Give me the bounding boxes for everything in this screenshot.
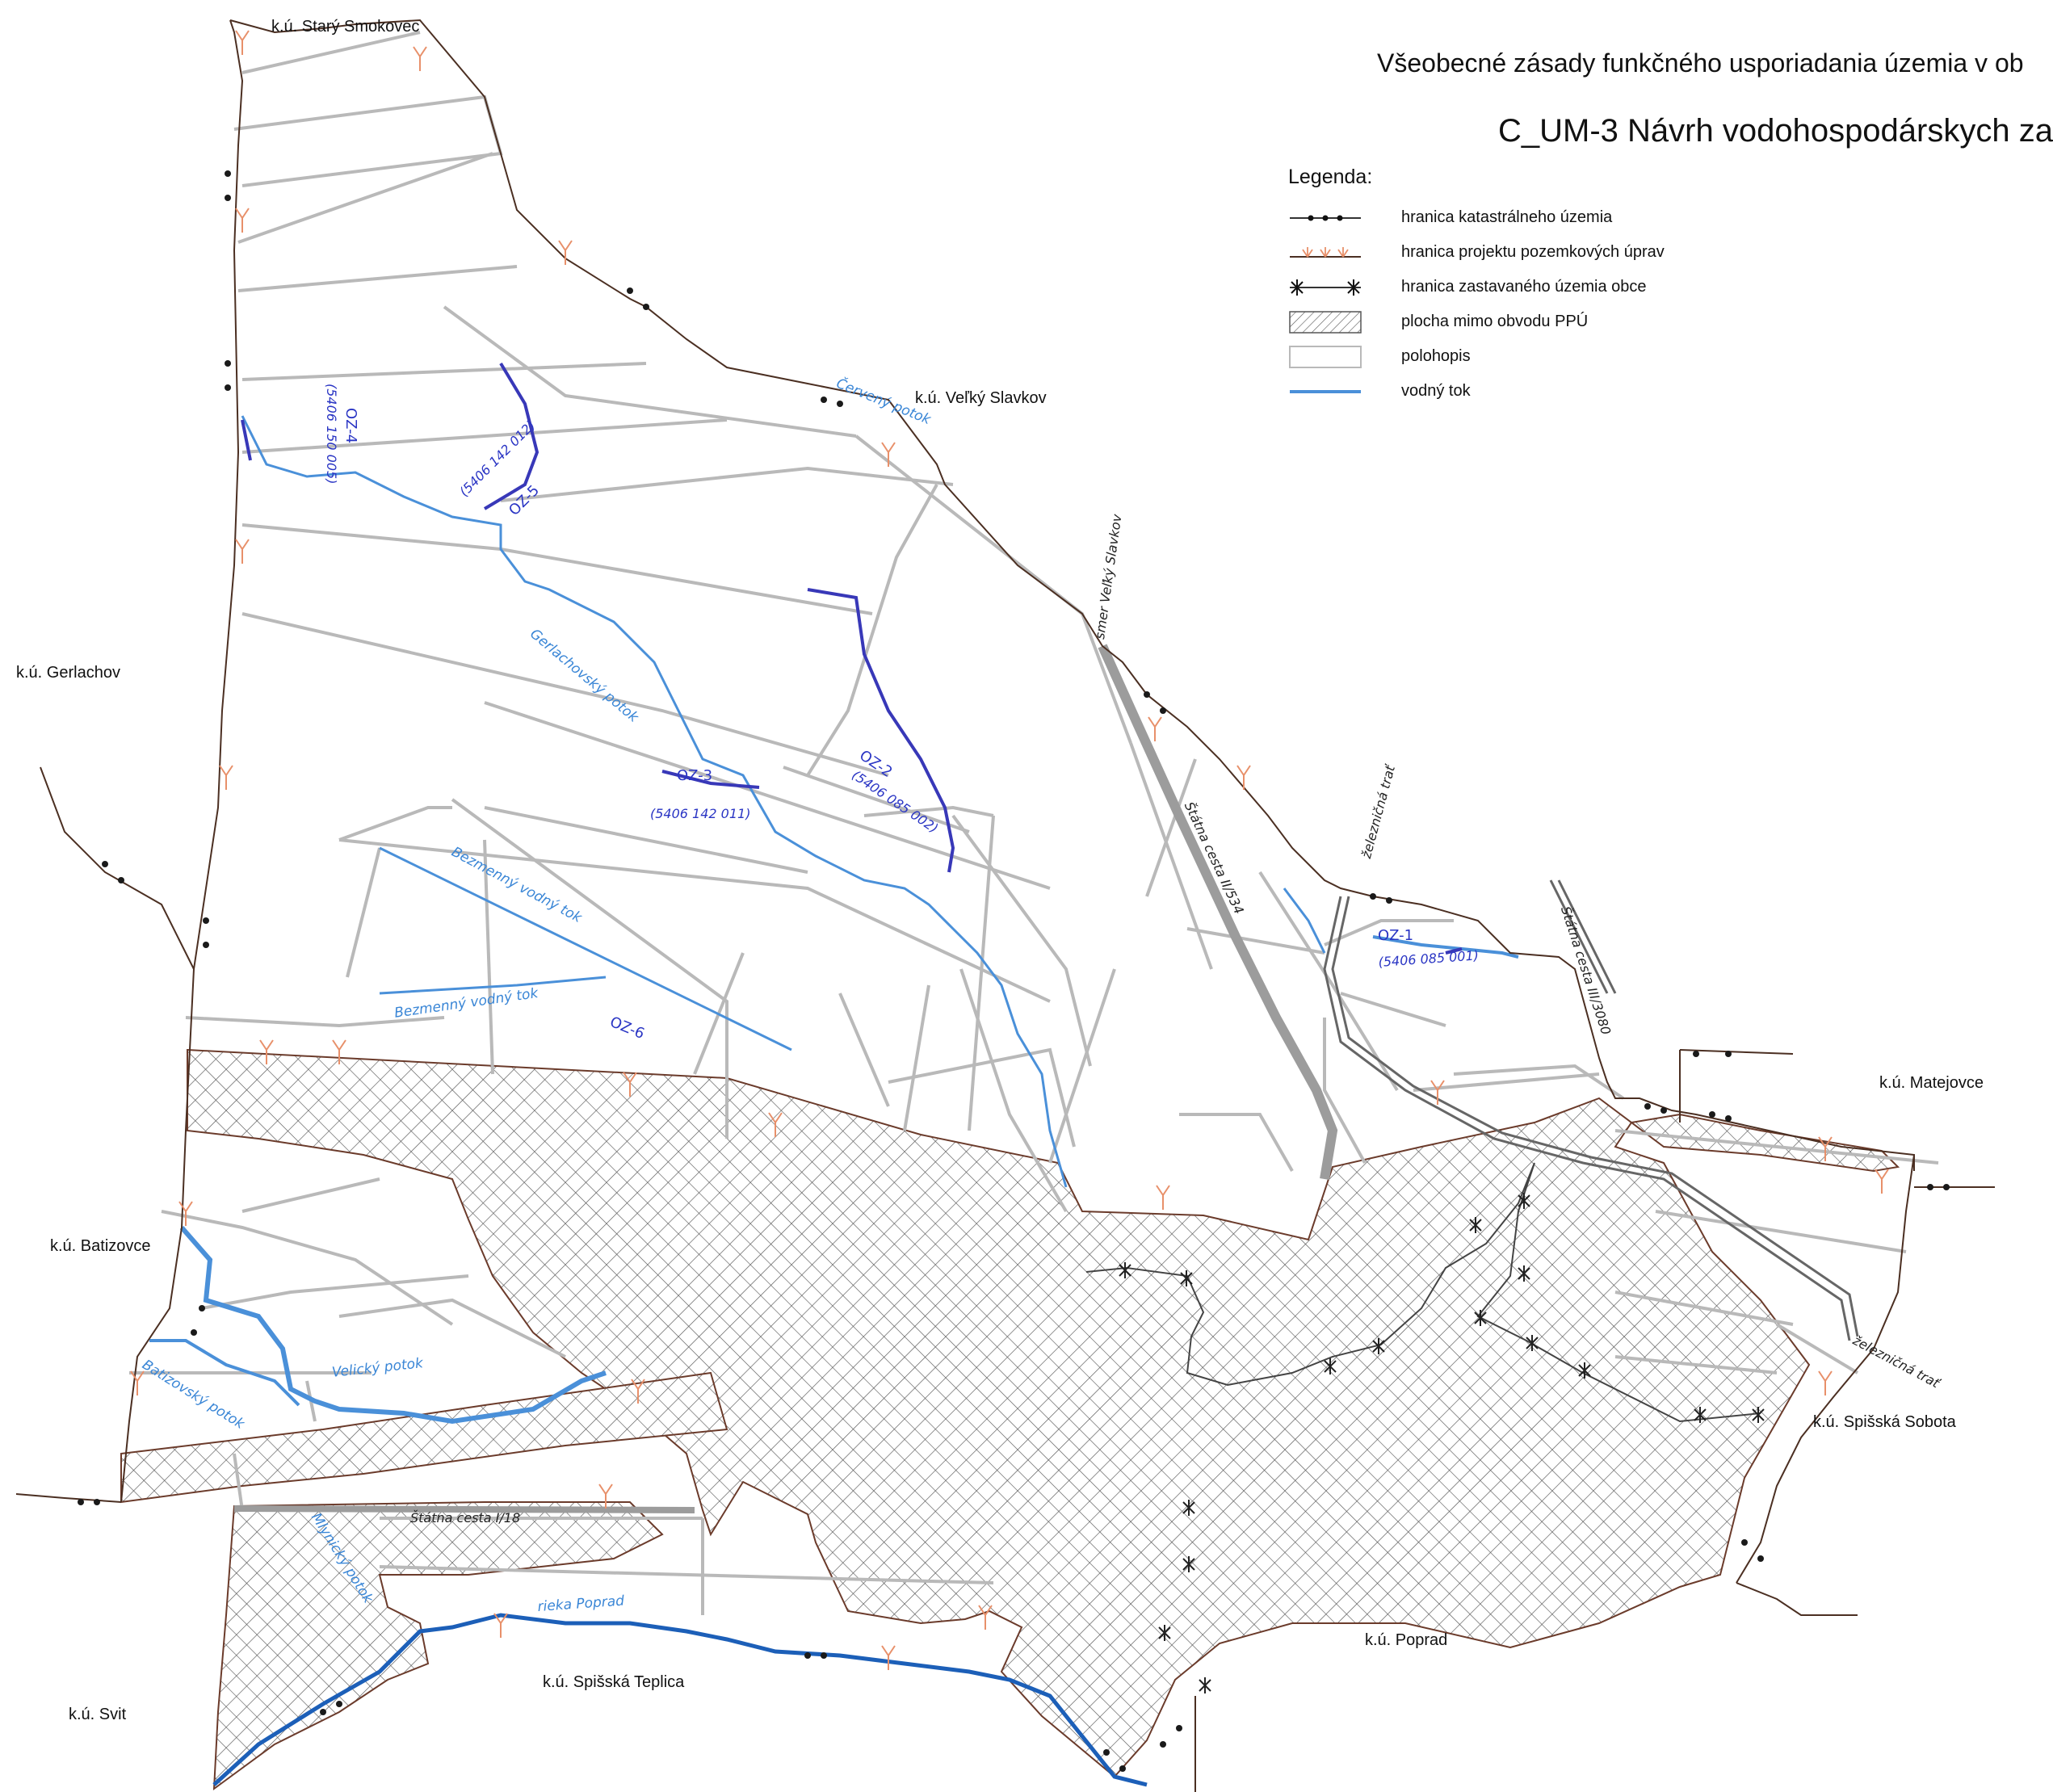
cadastral-boundary-symbol (1290, 215, 1361, 220)
hatch-area-east-strip (1629, 1113, 1900, 1173)
hatch-area-symbol (1289, 310, 1362, 334)
ppu-boundary-symbol (1290, 246, 1361, 258)
hatch-area-west-strip (120, 1371, 728, 1504)
legend: Legenda: hranica katastrálneho územia hr… (1288, 166, 1665, 409)
ppu-tick-marks (130, 30, 1889, 1670)
legend-label: polohopis (1401, 347, 1471, 365)
label-oz-4-code: (5406 150 005) (324, 384, 339, 485)
cadastral-dots (78, 170, 1950, 1772)
legend-label: hranica katastrálneho územia (1401, 208, 1613, 226)
label-oz-3-code: (5406 142 011) (650, 806, 751, 821)
legend-item-built-up: hranica zastavaného územia obce (1288, 270, 1665, 304)
legend-item-water: vodný tok (1288, 374, 1665, 409)
label-oz-1: OZ-1 (1378, 927, 1414, 944)
legend-item-hatch: plocha mimo obvodu PPÚ (1288, 304, 1665, 339)
map-canvas (15, 19, 1995, 1792)
label-oz-4: OZ-4 (342, 408, 359, 444)
label-gerlachov: k.ú. Gerlachov (16, 664, 120, 682)
oz-measures (241, 362, 1463, 955)
label-statna-cesta-i18: Štátna cesta I/18 (410, 1510, 521, 1526)
built-up-stars (1119, 1193, 1765, 1693)
velicky-stream (179, 1226, 607, 1425)
streams (241, 415, 1326, 1188)
legend-item-polohopis: polohopis (1288, 339, 1665, 374)
built-up-boundary (1085, 1162, 1761, 1423)
label-spisska-sobota: k.ú. Spišská Sobota (1813, 1413, 1956, 1431)
map-title-line1: Všeobecné zásady funkčného usporiadania … (1377, 48, 2024, 78)
poprad-river (212, 1613, 1148, 1787)
legend-label: plocha mimo obvodu PPÚ (1401, 313, 1589, 330)
hatch-area-south (212, 1501, 664, 1791)
label-svit: k.ú. Svit (69, 1706, 127, 1723)
batizovsky-stream (149, 1339, 300, 1407)
state-road-i18 (233, 1505, 695, 1513)
label-oz-3: OZ-3 (677, 767, 713, 784)
legend-label: hranica zastavaného územia obce (1401, 278, 1647, 296)
legend-label: hranica projektu pozemkových úprav (1401, 243, 1665, 261)
legend-label: vodný tok (1401, 382, 1471, 400)
label-velky-slavkov: k.ú. Veľký Slavkov (915, 389, 1047, 407)
label-poprad: k.ú. Poprad (1365, 1631, 1448, 1649)
polohopis-lines (129, 31, 1939, 1615)
polohopis-symbol (1289, 345, 1362, 368)
legend-item-ppu: hranica projektu pozemkových úprav (1288, 235, 1665, 270)
state-road-534 (1098, 644, 1338, 1180)
map-title-line2: C_UM-3 Návrh vodohospodárskych za (1498, 113, 2053, 149)
railway-lines (1323, 879, 1859, 1341)
water-course-symbol (1290, 389, 1361, 393)
label-batizovce: k.ú. Batizovce (50, 1237, 151, 1255)
legend-title: Legenda: (1288, 166, 1373, 188)
built-up-boundary-symbol (1290, 279, 1361, 296)
label-spisska-teplica: k.ú. Spišská Teplica (543, 1673, 685, 1691)
legend-item-cadastral: hranica katastrálneho územia (1288, 200, 1665, 235)
label-stary-smokovec: k.ú. Starý Smokovec (271, 18, 420, 36)
label-matejovce: k.ú. Matejovce (1879, 1074, 1984, 1092)
